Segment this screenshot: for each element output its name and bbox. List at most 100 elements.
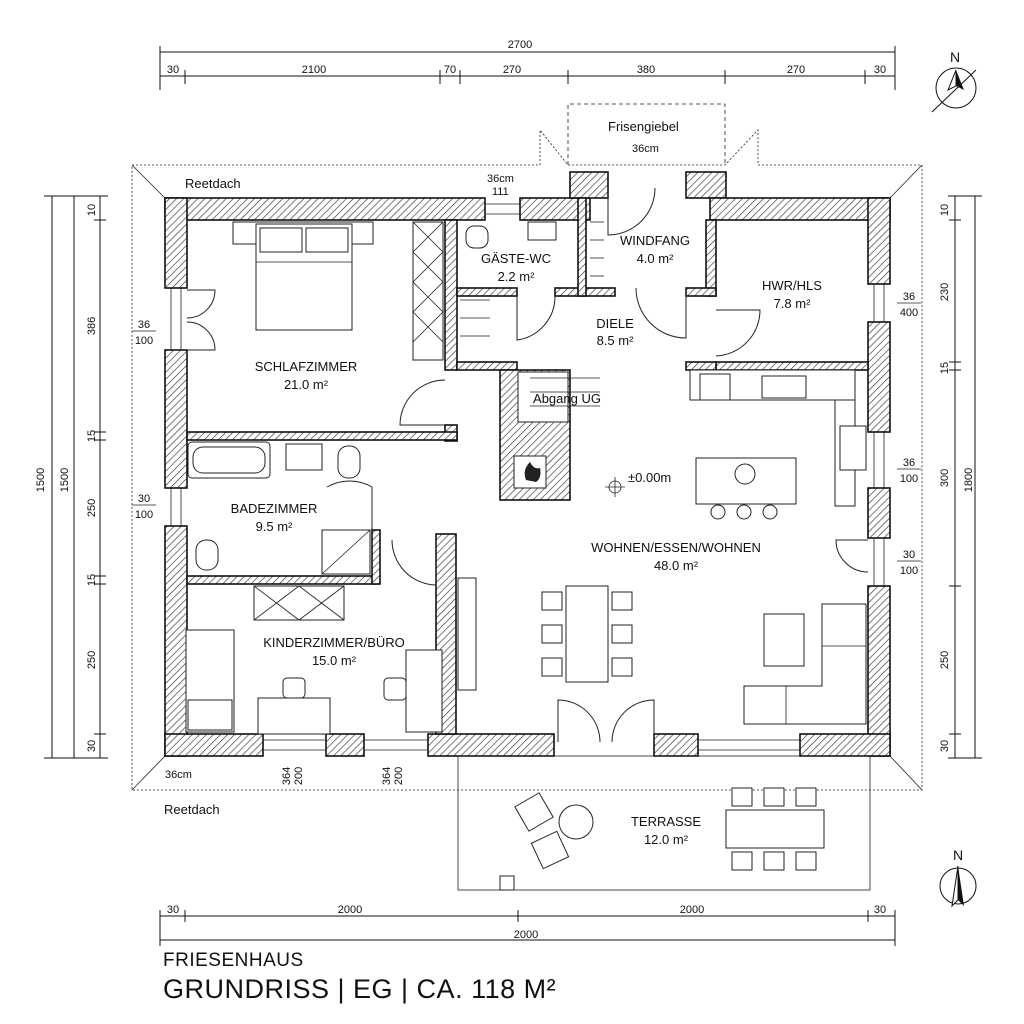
dining-table — [565, 585, 609, 683]
svg-text:250: 250 — [939, 651, 951, 669]
left-dimensions: 1500 1500 10 386 15 250 15 250 30 36 100… — [35, 195, 156, 759]
room-label: GÄSTE-WC — [481, 251, 551, 266]
svg-text:10: 10 — [86, 204, 98, 216]
svg-text:15: 15 — [86, 430, 98, 442]
room-area: 8.5 m² — [597, 333, 635, 348]
level-label: ±0.00m — [628, 470, 671, 485]
svg-text:100: 100 — [900, 565, 918, 577]
svg-text:400: 400 — [900, 307, 918, 319]
coffee-table — [763, 613, 805, 667]
roof-label: Reetdach — [164, 802, 220, 817]
svg-text:15: 15 — [86, 574, 98, 586]
svg-text:2000: 2000 — [514, 929, 538, 941]
windows — [170, 203, 885, 751]
svg-text:364: 364 — [281, 767, 293, 785]
room-area: 7.8 m² — [774, 296, 812, 311]
svg-text:200: 200 — [293, 767, 305, 785]
room-area: 21.0 m² — [284, 377, 329, 392]
room-label: KINDERZIMMER/BÜRO — [263, 635, 405, 650]
svg-text:200: 200 — [393, 767, 405, 785]
svg-text:300: 300 — [939, 469, 951, 487]
svg-text:30: 30 — [874, 904, 886, 916]
svg-text:230: 230 — [939, 283, 951, 301]
room-label: TERRASSE — [631, 814, 701, 829]
stairs — [460, 221, 604, 407]
svg-text:100: 100 — [135, 509, 153, 521]
svg-text:250: 250 — [86, 651, 98, 669]
bottom-window-dimensions: 364 200 364 200 — [281, 767, 405, 785]
friesengiebel-outline — [567, 103, 726, 165]
room-area: 48.0 m² — [654, 558, 699, 573]
svg-text:70: 70 — [444, 64, 456, 76]
svg-text:2700: 2700 — [508, 39, 532, 51]
room-label: SCHLAFZIMMER — [255, 359, 358, 374]
svg-text:380: 380 — [637, 64, 655, 76]
room-label: Abgang UG — [533, 391, 601, 406]
window-label: 111 — [492, 186, 509, 198]
room-area: 4.0 m² — [637, 251, 675, 266]
room-area: 12.0 m² — [644, 832, 689, 847]
svg-text:100: 100 — [900, 473, 918, 485]
svg-text:1500: 1500 — [59, 468, 71, 492]
svg-text:2100: 2100 — [302, 64, 326, 76]
svg-text:2000: 2000 — [680, 904, 704, 916]
desk — [257, 697, 331, 735]
svg-text:30: 30 — [167, 64, 179, 76]
gable-label: Frisengiebel — [608, 119, 679, 134]
svg-text:364: 364 — [381, 767, 393, 785]
drawing-title: GRUNDRISS | EG | CA. 118 M² — [163, 974, 557, 1004]
svg-text:36: 36 — [138, 319, 150, 331]
terrace-table — [725, 809, 825, 849]
svg-text:30: 30 — [939, 740, 951, 752]
roof-label: Reetdach — [185, 176, 241, 191]
north-arrow-icon: N — [939, 847, 977, 908]
gable-wall-label: 36cm — [632, 143, 659, 155]
room-label: HWR/HLS — [762, 278, 822, 293]
room-label: DIELE — [596, 316, 634, 331]
svg-text:10: 10 — [939, 204, 951, 216]
svg-text:270: 270 — [787, 64, 805, 76]
svg-text:1500: 1500 — [35, 468, 47, 492]
level-marker — [605, 477, 625, 497]
thatched-roof-outline — [131, 128, 923, 791]
svg-text:36: 36 — [903, 291, 915, 303]
svg-text:30: 30 — [874, 64, 886, 76]
svg-text:100: 100 — [135, 335, 153, 347]
shelf — [253, 585, 345, 621]
doors — [186, 187, 869, 743]
top-dimensions: 2700 30 2100 70 270 380 270 30 — [159, 39, 896, 90]
svg-text:2000: 2000 — [338, 904, 362, 916]
wardrobe — [412, 221, 444, 361]
furniture — [185, 221, 867, 735]
exterior-walls — [164, 171, 891, 757]
room-label: WOHNEN/ESSEN/WOHNEN — [591, 540, 761, 555]
room-area: 2.2 m² — [498, 269, 536, 284]
svg-text:30: 30 — [86, 740, 98, 752]
room-label: WINDFANG — [620, 233, 690, 248]
svg-text:15: 15 — [939, 362, 951, 374]
bottom-dimensions: 30 2000 2000 30 2000 — [159, 904, 896, 946]
wall-thickness-label: 36cm — [165, 769, 192, 781]
drawing-subtitle: FRIESENHAUS — [163, 950, 304, 971]
right-dimensions: 10 230 15 300 250 30 1800 36 400 36 100 … — [897, 195, 982, 759]
toilet — [465, 225, 489, 249]
svg-text:30: 30 — [167, 904, 179, 916]
svg-text:386: 386 — [86, 317, 98, 335]
room-label: BADEZIMMER — [231, 501, 318, 516]
room-area: 15.0 m² — [312, 653, 357, 668]
title-block: FRIESENHAUS GRUNDRISS | EG | CA. 118 M² — [163, 950, 556, 1005]
svg-text:N: N — [953, 847, 963, 863]
svg-text:30: 30 — [138, 493, 150, 505]
svg-text:N: N — [950, 49, 960, 65]
svg-text:36: 36 — [903, 457, 915, 469]
north-arrow-icon: N — [931, 49, 977, 113]
svg-text:1800: 1800 — [963, 468, 975, 492]
sofa — [743, 603, 867, 725]
svg-text:270: 270 — [503, 64, 521, 76]
window-label: 36cm — [487, 173, 514, 185]
room-area: 9.5 m² — [256, 519, 294, 534]
svg-text:30: 30 — [903, 549, 915, 561]
svg-text:250: 250 — [86, 499, 98, 517]
terrace-outline — [457, 755, 871, 891]
